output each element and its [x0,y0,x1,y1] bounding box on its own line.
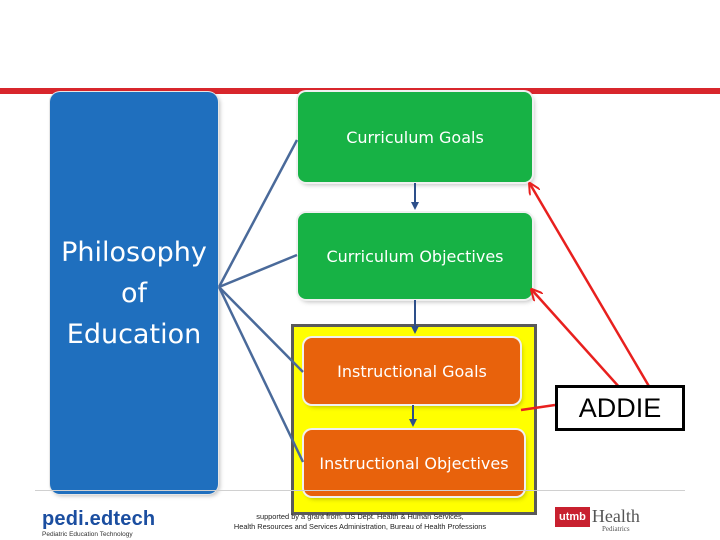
utmb-badge: utmb [555,506,590,527]
philosophy-label: Philosophy of Education [61,237,207,350]
utmb-pediatrics-text: Pediatrics [602,525,630,533]
instructional-goals-box: Instructional Goals [304,338,520,404]
utmb-health-text: Health [591,506,640,526]
pedi-edtech-logo: pedi.edtech Pediatric Education Technolo… [42,508,155,538]
curriculum-goals-label: Curriculum Goals [346,127,484,147]
grant-support-line-2: Health Resources and Services Administra… [233,522,487,531]
red-line-to-instructional-panel [520,403,556,412]
curriculum-goals-box: Curriculum Goals [298,92,532,182]
curriculum-objectives-label: Curriculum Objectives [326,246,504,266]
footer-divider [35,490,685,491]
red-arrow-to-curriculum-objectives [532,290,621,389]
grant-support-text: supported by a grant from: US Dept. Heal… [190,512,530,532]
down-arrows [409,183,419,427]
addie-label: ADDIE [555,385,685,431]
philosophy-box: Philosophy of Education [50,92,218,494]
line-to-curriculum-goals [217,139,299,288]
addie-red-arrows [520,184,652,412]
instructional-objectives-box: Instructional Objectives [304,430,524,496]
line-to-instructional-objectives [217,286,305,463]
line-to-curriculum-objectives [218,253,298,289]
philosophy-fan-lines [217,139,305,463]
pedi-edtech-logo-text: pedi.edtech [42,508,156,530]
grant-support-line-1: supported by a grant from: US Dept. Heal… [256,512,464,521]
instructional-goals-label: Instructional Goals [337,361,487,381]
instructional-objectives-label: Instructional Objectives [319,453,509,473]
red-arrow-to-curriculum-goals [530,184,652,389]
pedi-edtech-logo-subtitle: Pediatric Education Technology [42,531,133,538]
line-to-instructional-goals [218,286,304,373]
curriculum-objectives-box: Curriculum Objectives [298,213,532,299]
header-red-bar [0,88,720,94]
